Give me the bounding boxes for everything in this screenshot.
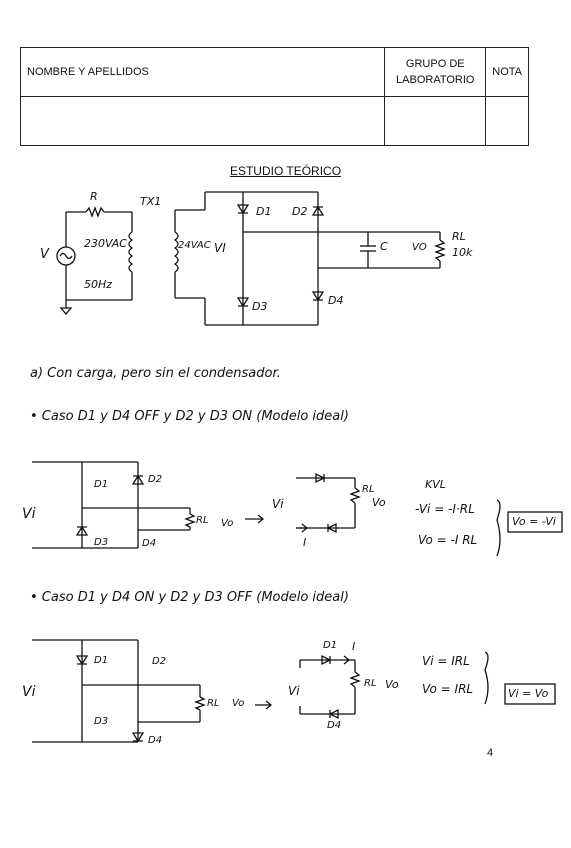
ground-icon xyxy=(59,307,73,316)
case1-kvl: KVL xyxy=(425,478,446,491)
case2-vo: Vo xyxy=(232,698,245,709)
case2-note: • Caso D1 y D4 ON y D2 y D3 OFF (Modelo … xyxy=(30,590,349,605)
case1-current: I xyxy=(303,536,307,549)
label-vo: VO xyxy=(412,242,427,253)
label-r: R xyxy=(90,190,98,203)
grade-field[interactable] xyxy=(485,96,529,146)
label-rl: RL xyxy=(452,230,466,243)
case2-d1-icon xyxy=(75,655,89,666)
case1-d3: D3 xyxy=(94,537,109,548)
label-tx1: TX1 xyxy=(140,195,162,208)
case1-simplified-d2-icon xyxy=(315,472,326,484)
case1-simplified-vo: Vo xyxy=(372,496,386,509)
label-v: V xyxy=(40,247,49,262)
case1-rl: RL xyxy=(196,515,209,526)
case2-eq2: Vo = IRL xyxy=(422,682,474,696)
label-vi: VI xyxy=(214,241,226,255)
label-secondary-voltage: 24VAC xyxy=(178,240,211,251)
case2-d2: D2 xyxy=(152,656,167,667)
diode-d1-icon xyxy=(236,204,250,215)
label-d4: D4 xyxy=(328,294,344,307)
secondary-coil-icon xyxy=(173,231,179,273)
case1-d3-icon xyxy=(75,525,89,536)
case1-vo: Vo xyxy=(221,518,234,529)
case2-simplified-vo: Vo xyxy=(385,678,399,691)
case1-d2: D2 xyxy=(148,474,163,485)
case2-rl: RL xyxy=(207,698,220,709)
name-header: NOMBRE Y APELLIDOS xyxy=(19,47,386,97)
label-d3: D3 xyxy=(252,300,268,313)
diode-d3-icon xyxy=(236,297,250,308)
load-resistor-icon xyxy=(434,239,446,262)
label-frequency: 50Hz xyxy=(84,278,113,291)
case1-result-box xyxy=(507,511,563,533)
case2-simplified-vi: Vi xyxy=(288,684,300,698)
case2-result: Vi = Vo xyxy=(508,687,549,700)
case2-simplified-d4-icon xyxy=(328,708,339,720)
case2-simplified-d1-icon xyxy=(321,654,332,666)
case2-d1: D1 xyxy=(94,655,109,666)
case1-simplified-vi: Vi xyxy=(272,497,284,511)
case1-result: Vo = -Vi xyxy=(512,515,556,528)
case2-vi: Vi xyxy=(22,684,36,700)
case2-result-box xyxy=(504,683,556,705)
case1-rl-icon xyxy=(184,513,196,528)
case2-rl-icon xyxy=(194,696,206,711)
case1-eq1: -Vi = -I·RL xyxy=(415,502,475,516)
part-a-note: a) Con carga, pero sin el condensador. xyxy=(30,366,281,381)
section-title: ESTUDIO TEÓRICO xyxy=(229,164,342,178)
case2-simplified-d4: D4 xyxy=(327,720,342,731)
name-field[interactable] xyxy=(19,96,386,146)
case2-d4-icon xyxy=(131,732,145,743)
case1-note: • Caso D1 y D4 OFF y D2 y D3 ON (Modelo … xyxy=(30,409,349,424)
case1-simplified-rl: RL xyxy=(362,484,375,495)
label-d2: D2 xyxy=(292,205,308,218)
diode-d4-icon xyxy=(311,291,325,302)
page-number: 4 xyxy=(487,747,494,759)
group-field[interactable] xyxy=(384,96,487,146)
case2-simplified-rl: RL xyxy=(364,678,377,689)
label-c: C xyxy=(380,240,388,253)
primary-coil-icon xyxy=(128,231,134,273)
case2-simplified-d1: D1 xyxy=(323,640,338,651)
label-d1: D1 xyxy=(256,205,272,218)
case1-d1: D1 xyxy=(94,479,109,490)
case2-d3: D3 xyxy=(94,716,109,727)
grade-header: NOTA xyxy=(485,47,529,97)
case2-current: I xyxy=(352,640,356,653)
case2-d4: D4 xyxy=(148,735,163,746)
case1-eq2: Vo = -I RL xyxy=(418,533,478,547)
case1-d4: D4 xyxy=(142,538,157,549)
label-rl-value: 10k xyxy=(452,246,473,259)
case1-simplified-d3-icon xyxy=(326,522,337,534)
resistor-r-icon xyxy=(85,206,105,218)
diode-d2-icon xyxy=(311,205,325,216)
case2-eq1: Vi = IRL xyxy=(422,654,470,668)
case1-vi: Vi xyxy=(22,506,36,522)
label-primary-voltage: 230VAC xyxy=(84,237,127,250)
case1-d2-icon xyxy=(131,474,145,485)
